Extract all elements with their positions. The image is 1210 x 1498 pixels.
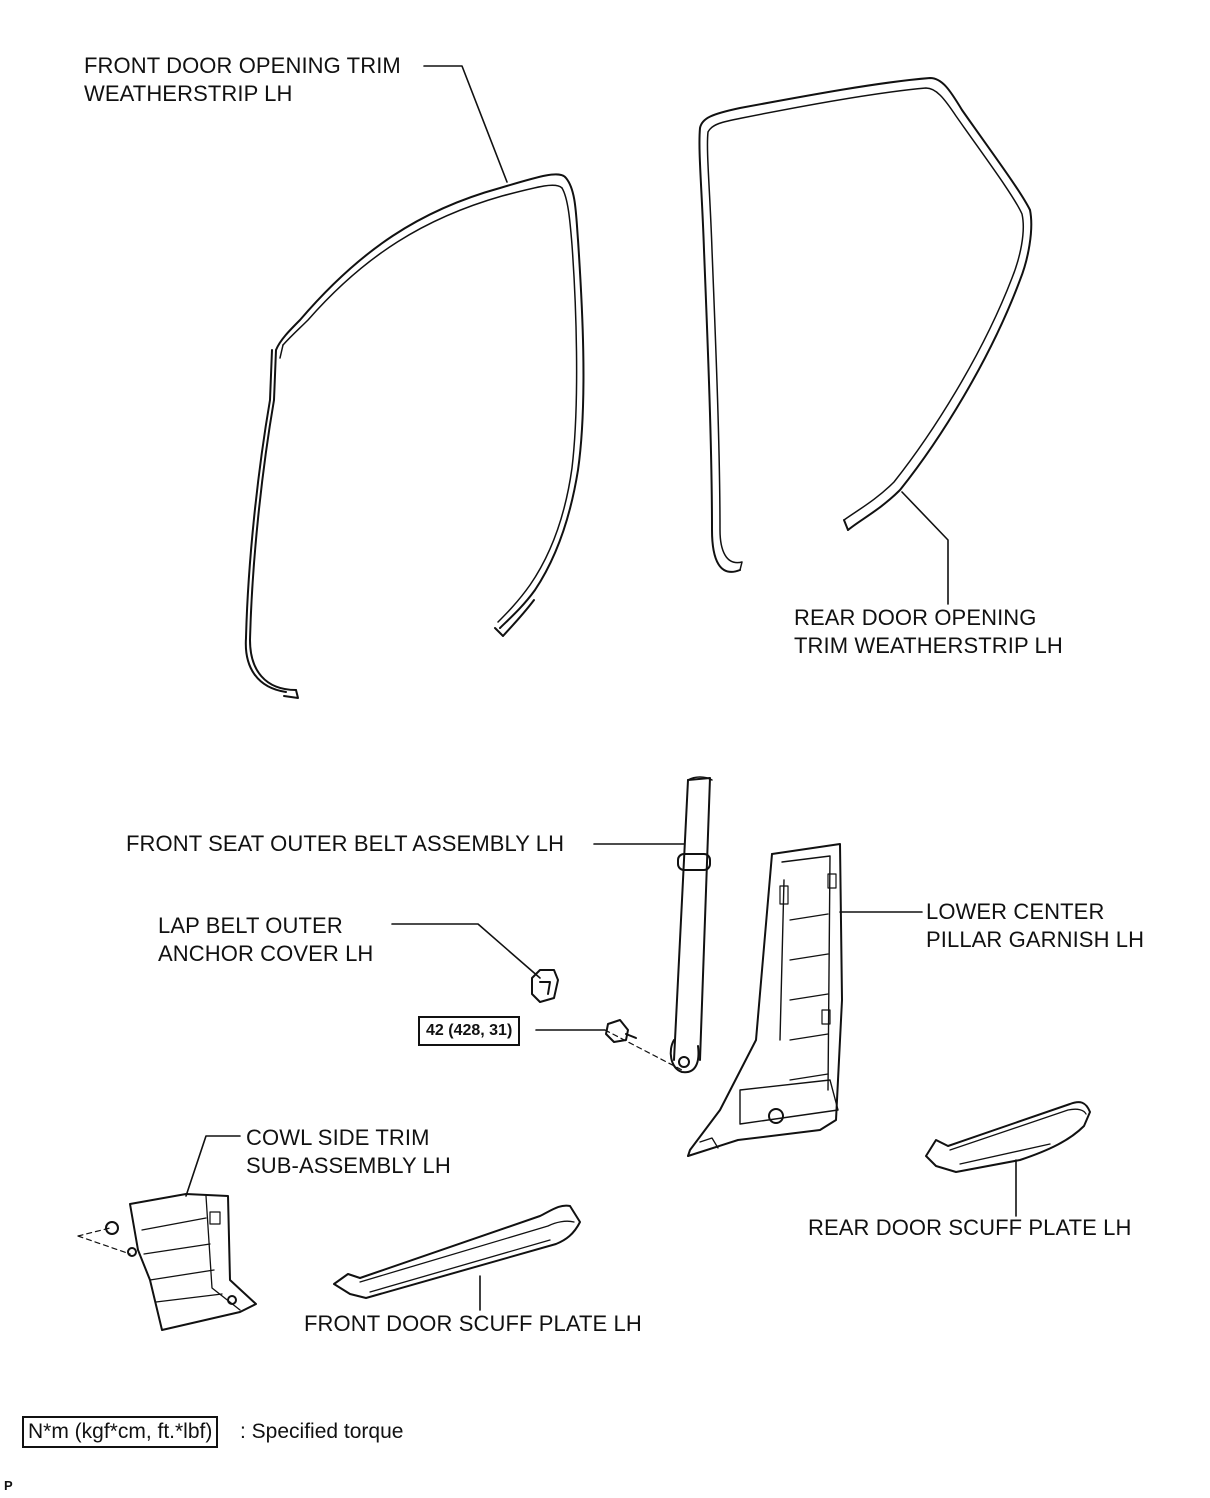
label-front-door-opening-weatherstrip: FRONT DOOR OPENING TRIM WEATHERSTRIP LH <box>84 52 401 108</box>
label-line: LOWER CENTER <box>926 899 1105 924</box>
leader-lines <box>77 65 1017 1311</box>
cowl-side-trim-part <box>105 1193 257 1331</box>
label-lower-center-pillar-garnish: LOWER CENTER PILLAR GARNISH LH <box>926 898 1144 954</box>
front-scuff-plate-part <box>333 1204 581 1299</box>
label-line: LAP BELT OUTER <box>158 913 343 938</box>
label-line: FRONT DOOR SCUFF PLATE LH <box>304 1311 642 1336</box>
label-rear-door-opening-weatherstrip: REAR DOOR OPENING TRIM WEATHERSTRIP LH <box>794 604 1063 660</box>
label-line: FRONT DOOR OPENING TRIM <box>84 53 401 78</box>
label-line: COWL SIDE TRIM <box>246 1125 430 1150</box>
torque-spec-box: 42 (428, 31) <box>418 1016 521 1046</box>
label-front-door-scuff-plate: FRONT DOOR SCUFF PLATE LH <box>304 1310 642 1338</box>
label-line: PILLAR GARNISH LH <box>926 927 1145 952</box>
label-line: REAR DOOR SCUFF PLATE LH <box>808 1215 1132 1240</box>
legend-unit-box: N*m (kgf*cm, ft.*lbf) <box>22 1416 219 1448</box>
label-cowl-side-trim: COWL SIDE TRIM SUB-ASSEMBLY LH <box>246 1124 451 1180</box>
lower-center-pillar-part <box>687 843 843 1157</box>
label-line: WEATHERSTRIP LH <box>84 81 293 106</box>
label-line: TRIM WEATHERSTRIP LH <box>794 633 1063 658</box>
lap-belt-cover-part <box>531 969 559 1003</box>
label-lap-belt-outer-anchor-cover: LAP BELT OUTER ANCHOR COVER LH <box>158 912 373 968</box>
label-line: REAR DOOR OPENING <box>794 605 1037 630</box>
label-line: SUB-ASSEMBLY LH <box>246 1153 451 1178</box>
rear-door-weatherstrip-part <box>698 77 1033 573</box>
label-rear-door-scuff-plate: REAR DOOR SCUFF PLATE LH <box>808 1214 1131 1242</box>
label-line: FRONT SEAT OUTER BELT ASSEMBLY LH <box>126 831 565 856</box>
front-door-weatherstrip-part <box>244 173 585 699</box>
torque-bolt-part <box>605 1019 637 1043</box>
rear-scuff-plate-part <box>925 1101 1091 1173</box>
label-line: ANCHOR COVER LH <box>158 941 374 966</box>
legend-description: : Specified torque <box>240 1420 404 1443</box>
corner-code: P <box>4 1478 13 1493</box>
label-front-seat-outer-belt: FRONT SEAT OUTER BELT ASSEMBLY LH <box>126 830 564 858</box>
front-seat-belt-part <box>669 776 713 1074</box>
